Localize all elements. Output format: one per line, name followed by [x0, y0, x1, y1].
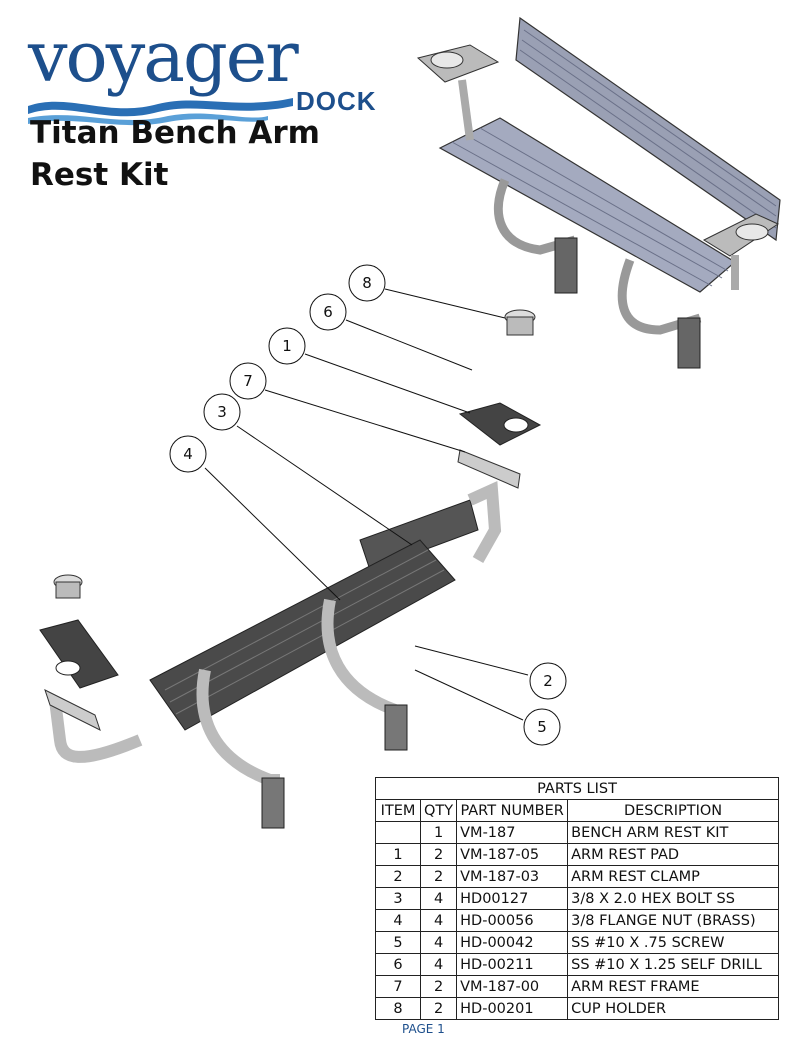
parts-list-table: PARTS LIST ITEM QTY PART NUMBER DESCRIPT… — [375, 777, 779, 1020]
qty-cell: 4 — [419, 931, 458, 954]
voyager-dock-logo: voyager DOCK — [28, 22, 376, 126]
callout-2: 2 — [529, 662, 567, 700]
exploded-bench-illustration — [39, 309, 542, 829]
svg-text:3: 3 — [217, 403, 227, 421]
callout-8: 8 — [348, 264, 386, 302]
description-cell: 3/8 FLANGE NUT (BRASS) — [567, 909, 779, 932]
part-number-cell: VM-187 — [456, 821, 569, 844]
description-cell: SS #10 X .75 SCREW — [567, 931, 779, 954]
callout-6: 6 — [309, 293, 347, 331]
logo-wave-icon — [28, 98, 293, 126]
svg-text:4: 4 — [183, 445, 193, 463]
logo-dock-text: DOCK — [296, 86, 377, 116]
item-cell — [375, 821, 421, 844]
description-cell: BENCH ARM REST KIT — [567, 821, 779, 844]
callout-leaders — [204, 288, 529, 721]
svg-text:8: 8 — [362, 274, 372, 292]
logo-wordmark: voyager — [28, 16, 299, 98]
qty-cell: 2 — [419, 865, 458, 888]
svg-text:7: 7 — [243, 372, 253, 390]
qty-cell: 4 — [419, 887, 458, 910]
qty-cell: 2 — [419, 975, 458, 998]
column-header-qty: QTY — [419, 799, 458, 822]
document-title: Titan Bench Arm Rest Kit — [30, 115, 320, 193]
table-row: 6 4 HD-00211 SS #10 X 1.25 SELF DRILL — [375, 953, 779, 976]
qty-cell: 4 — [419, 953, 458, 976]
description-cell: CUP HOLDER — [567, 997, 779, 1020]
description-cell: ARM REST FRAME — [567, 975, 779, 998]
svg-text:2: 2 — [543, 672, 553, 690]
callout-4: 4 — [169, 435, 207, 473]
svg-text:1: 1 — [282, 337, 292, 355]
table-row: 1 2 VM-187-05 ARM REST PAD — [375, 843, 779, 866]
part-number-cell: VM-187-05 — [456, 843, 569, 866]
assembled-bench-illustration — [416, 16, 781, 369]
part-number-cell: HD-00211 — [456, 953, 569, 976]
qty-cell: 1 — [419, 821, 458, 844]
item-cell: 6 — [375, 953, 421, 976]
table-row: 1 VM-187 BENCH ARM REST KIT — [375, 821, 779, 844]
qty-cell: 2 — [419, 997, 458, 1020]
table-row: 2 2 VM-187-03 ARM REST CLAMP — [375, 865, 779, 888]
svg-text:6: 6 — [323, 303, 333, 321]
item-cell: 3 — [375, 887, 421, 910]
svg-text:5: 5 — [537, 718, 547, 736]
description-cell: ARM REST CLAMP — [567, 865, 779, 888]
table-row: 4 4 HD-00056 3/8 FLANGE NUT (BRASS) — [375, 909, 779, 932]
parts-list-heading-row: PARTS LIST — [375, 777, 779, 800]
page-number: PAGE 1 — [402, 1022, 445, 1036]
item-cell: 1 — [375, 843, 421, 866]
table-row: 3 4 HD00127 3/8 X 2.0 HEX BOLT SS — [375, 887, 779, 910]
qty-cell: 2 — [419, 843, 458, 866]
column-header-part-number: PART NUMBER — [456, 799, 569, 822]
description-cell: ARM REST PAD — [567, 843, 779, 866]
parts-list-heading: PARTS LIST — [375, 777, 779, 800]
description-cell: SS #10 X 1.25 SELF DRILL — [567, 953, 779, 976]
table-row: 7 2 VM-187-00 ARM REST FRAME — [375, 975, 779, 998]
description-cell: 3/8 X 2.0 HEX BOLT SS — [567, 887, 779, 910]
column-header-description: DESCRIPTION — [567, 799, 779, 822]
item-cell: 5 — [375, 931, 421, 954]
qty-cell: 4 — [419, 909, 458, 932]
part-number-cell: HD00127 — [456, 887, 569, 910]
callout-3: 3 — [203, 393, 241, 431]
item-cell: 2 — [375, 865, 421, 888]
item-cell: 4 — [375, 909, 421, 932]
column-header-item: ITEM — [375, 799, 421, 822]
table-row: 5 4 HD-00042 SS #10 X .75 SCREW — [375, 931, 779, 954]
callout-1: 1 — [268, 327, 306, 365]
part-number-cell: HD-00056 — [456, 909, 569, 932]
part-number-cell: HD-00042 — [456, 931, 569, 954]
callout-7: 7 — [229, 362, 267, 400]
parts-list-column-row: ITEM QTY PART NUMBER DESCRIPTION — [375, 799, 779, 822]
table-row: 8 2 HD-00201 CUP HOLDER — [375, 997, 779, 1020]
part-number-cell: HD-00201 — [456, 997, 569, 1020]
callout-5: 5 — [523, 708, 561, 746]
item-cell: 8 — [375, 997, 421, 1020]
part-number-cell: VM-187-03 — [456, 865, 569, 888]
part-number-cell: VM-187-00 — [456, 975, 569, 998]
item-cell: 7 — [375, 975, 421, 998]
